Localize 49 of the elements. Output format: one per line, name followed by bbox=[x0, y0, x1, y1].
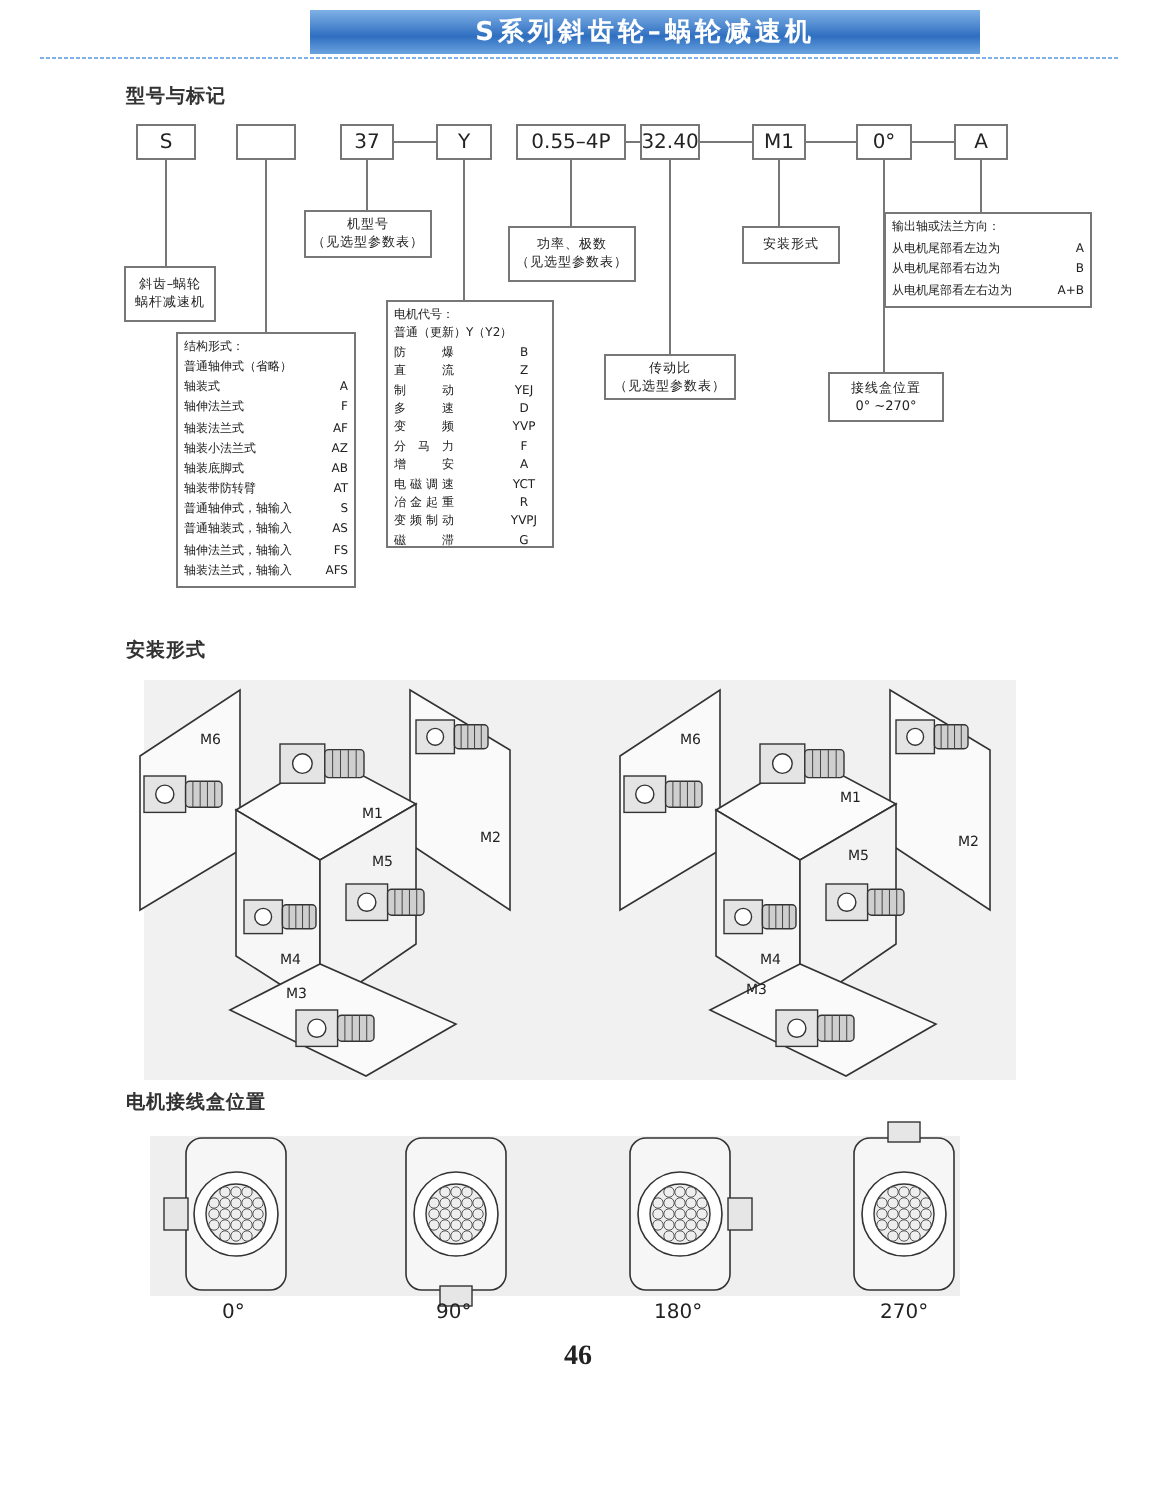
page-number: 46 bbox=[564, 1342, 592, 1374]
code-label: 0.55–4P bbox=[531, 131, 611, 153]
code-label: 37 bbox=[354, 131, 380, 153]
code-label: 32.40 bbox=[641, 131, 699, 153]
section-heading: 型号与标记 bbox=[126, 84, 226, 110]
connector-line bbox=[366, 159, 368, 211]
code-box bbox=[340, 124, 394, 160]
code-label: 0° bbox=[872, 131, 896, 153]
angle-label: 270° bbox=[880, 1302, 929, 1324]
angle-label: 180° bbox=[654, 1302, 703, 1324]
connector-line bbox=[625, 141, 641, 143]
description-box bbox=[604, 354, 736, 400]
code-box bbox=[436, 124, 492, 160]
code-box bbox=[856, 124, 912, 160]
code-box bbox=[954, 124, 1008, 160]
connector-line bbox=[883, 159, 885, 373]
description-box bbox=[828, 372, 944, 422]
option-list-box bbox=[884, 212, 1092, 308]
connector-line bbox=[570, 159, 572, 227]
connector-line bbox=[980, 159, 982, 213]
connector-line bbox=[669, 159, 671, 355]
description-box bbox=[742, 226, 840, 264]
code-label: A bbox=[974, 131, 988, 153]
code-box bbox=[136, 124, 196, 160]
angle-label: 0° bbox=[222, 1302, 245, 1324]
code-box bbox=[640, 124, 700, 160]
code-label: M1 bbox=[764, 131, 794, 153]
code-box bbox=[752, 124, 806, 160]
option-list-box bbox=[176, 332, 356, 588]
section-heading: 安装形式 bbox=[126, 638, 206, 664]
title-banner: S系列斜齿轮–蜗轮减速机 bbox=[310, 10, 980, 54]
connector-line bbox=[165, 159, 167, 267]
code-box bbox=[236, 124, 296, 160]
code-label: Y bbox=[457, 131, 471, 153]
connector-line bbox=[805, 141, 857, 143]
option-list-box bbox=[386, 300, 554, 548]
connector-line bbox=[393, 141, 437, 143]
code-label: S bbox=[159, 131, 173, 153]
code-box bbox=[516, 124, 626, 160]
description-box bbox=[124, 266, 216, 322]
description-box bbox=[304, 210, 432, 258]
angle-label: 90° bbox=[436, 1302, 472, 1324]
connector-line bbox=[265, 159, 267, 333]
connector-line bbox=[699, 141, 753, 143]
connector-line bbox=[911, 141, 955, 143]
description-box bbox=[508, 226, 636, 282]
connector-line bbox=[463, 159, 465, 301]
connector-line bbox=[778, 159, 780, 227]
section-heading: 电机接线盒位置 bbox=[126, 1090, 266, 1116]
